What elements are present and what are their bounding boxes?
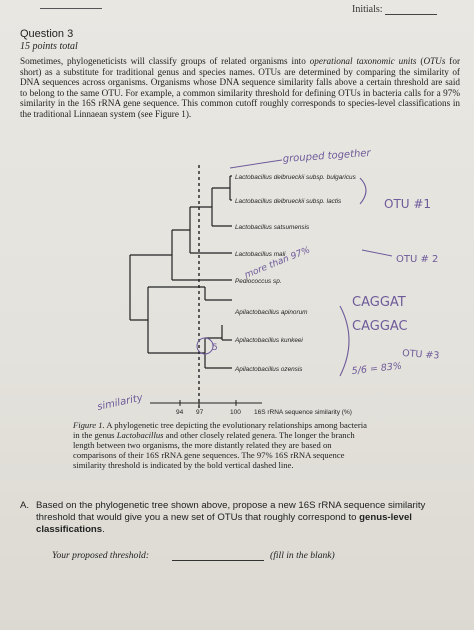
threshold-label: Your proposed threshold:: [52, 550, 150, 561]
question-points: 15 points total: [20, 41, 78, 52]
scale-tick-94: 94: [176, 409, 184, 416]
paragraph-segment: OTUs: [423, 56, 446, 66]
taxon-label-2: Lactobacillus delbrueckii subsp. lactis: [235, 198, 342, 205]
paragraph-segment: (: [416, 56, 424, 66]
taxon-label-1: Lactobacillus delbrueckii subsp. bulgari…: [235, 174, 357, 181]
threshold-answer-blank[interactable]: [172, 560, 264, 561]
taxon-label-3: Lactobacillus satsumensis: [235, 224, 310, 231]
handwritten-circle: [196, 337, 214, 355]
handwritten-grouped-together: grouped together: [282, 148, 371, 165]
taxon-label-4: Lactobacillus mali: [235, 251, 286, 258]
handwritten-otu-2: OTU # 2: [396, 254, 438, 265]
scale-axis-label: 16S rRNA sequence similarity (%): [254, 409, 352, 416]
handwritten-similarity: similarity: [96, 392, 144, 413]
caption-segment: and other closely related genera. The lo…: [73, 430, 355, 470]
taxon-label-5: Pediococcus sp.: [235, 278, 282, 285]
initials-line: [385, 14, 437, 15]
handwritten-bracket-otu3: [339, 305, 350, 377]
part-a-bold: genus-level classifications: [36, 512, 412, 535]
part-a-text: Based on the phylogenetic tree shown abo…: [36, 500, 426, 523]
part-a-end: .: [102, 524, 105, 535]
handwritten-fraction: 5/6 = 83%: [351, 361, 402, 377]
paragraph-segment: operational taxonomic units: [309, 56, 417, 66]
scale-tick-100: 100: [230, 409, 241, 416]
figure-caption: Figure 1. A phylogenetic tree depicting …: [73, 420, 373, 470]
scale-tick-97: 97: [196, 409, 204, 416]
handwritten-bracket-otu1: [359, 177, 367, 205]
taxon-label-7: Apilactobacillus kunkeei: [234, 337, 303, 344]
taxon-label-6: Apilactobacillus apinorum: [234, 309, 308, 316]
part-a-question: A. Based on the phylogenetic tree shown …: [20, 500, 456, 536]
handwritten-sequence-2: CAGGAC: [352, 319, 408, 334]
question-title: Question 3: [20, 28, 74, 40]
tree-branches: [129, 175, 232, 369]
part-a-letter: A.: [20, 500, 30, 511]
caption-segment: Figure 1.: [73, 420, 105, 430]
similarity-scale: 94 97 100 16S rRNA sequence similarity (…: [150, 400, 352, 416]
fill-in-hint: (fill in the blank): [270, 550, 335, 561]
handwritten-otu-1: OTU #1: [384, 197, 431, 211]
handwritten-five: 5: [212, 343, 218, 353]
taxon-label-8: Apilactobacillus ozensis: [234, 366, 303, 373]
handwritten-arrow: [229, 159, 283, 169]
caption-segment: A phylogenetic tree depicting the evolut…: [73, 420, 367, 440]
score-line: [40, 8, 102, 9]
handwritten-sequence-1: CAGGAT: [352, 295, 406, 310]
handwritten-otu-3: OTU #3: [402, 348, 440, 362]
paragraph-segment: for short) as a substitute for tradition…: [20, 56, 461, 119]
paragraph-segment: Sometimes, phylogeneticists will classif…: [20, 56, 310, 66]
question-paragraph: Sometimes, phylogeneticists will classif…: [20, 56, 460, 120]
initials-label: Initials:: [352, 4, 383, 15]
handwritten-link-otu2: [361, 249, 393, 257]
caption-segment: Lactobacillus: [116, 430, 164, 440]
